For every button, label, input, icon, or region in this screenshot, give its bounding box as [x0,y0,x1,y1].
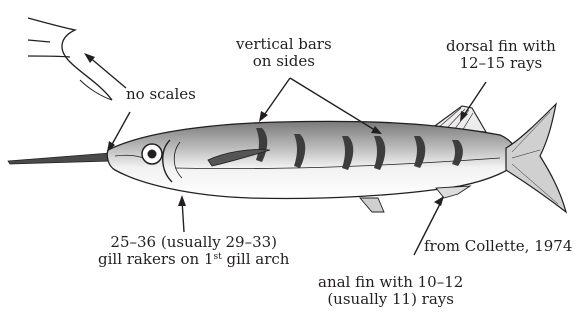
inset-snout-detail [28,18,112,100]
caudal-fin [506,104,566,212]
label-anal-fin: anal fin with 10–12 (usually 11) rays [318,274,463,308]
anal-fin [436,186,470,198]
pelvic-fin [360,198,384,212]
label-dorsal-fin: dorsal fin with 12–15 rays [446,38,556,72]
label-no-scales: no scales [126,86,196,103]
label-gill-rakers: 25–36 (usually 29–33) gill rakers on 1st… [98,234,289,268]
label-credit: from Collette, 1974 [424,238,572,255]
fish-pupil [148,150,157,159]
fish-beak [8,153,112,164]
label-vertical-bars: vertical bars on sides [236,36,332,70]
